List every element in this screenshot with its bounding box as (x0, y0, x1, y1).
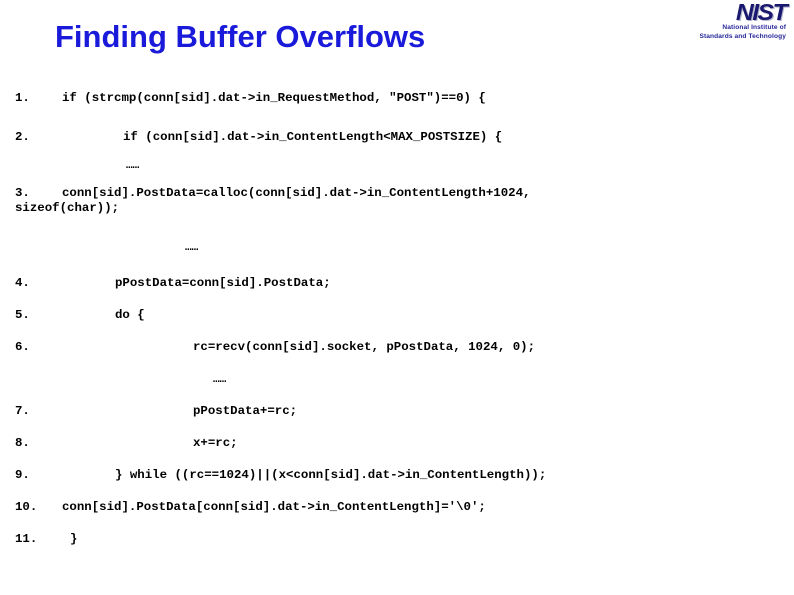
code-line: 6. rc=recv(conn[sid].socket, pPostData, 1… (0, 340, 794, 355)
code-line: 9. } while ((rc==1024)||(x<conn[sid].dat-… (0, 468, 794, 483)
code-line-number: 10. (15, 500, 38, 514)
page-title: Finding Buffer Overflows (55, 19, 426, 54)
code-line-number: 5. (15, 308, 30, 322)
code-line-number: 4. (15, 276, 30, 290)
code-ellipsis: …… (0, 240, 794, 256)
nist-tagline: National Institute of Standards and Tech… (660, 24, 788, 41)
code-ellipsis: …… (0, 372, 794, 388)
code-line-text: x+=rc; (193, 436, 238, 450)
code-line-text: rc=recv(conn[sid].socket, pPostData, 102… (193, 340, 536, 354)
code-line-text: do { (115, 308, 145, 322)
code-line-text: if (conn[sid].dat->in_ContentLength<MAX_… (123, 130, 503, 144)
nist-tagline-line-2: Standards and Technology (699, 32, 786, 40)
code-line-text: pPostData=conn[sid].PostData; (115, 276, 331, 290)
code-line-text: pPostData+=rc; (193, 404, 298, 418)
code-line: 3. conn[sid].PostData=calloc(conn[sid].da… (0, 186, 794, 216)
nist-tagline-line-1: National Institute of (722, 24, 786, 31)
code-line-number: 3. (15, 186, 30, 200)
code-line: 4. pPostData=conn[sid].PostData; (0, 276, 794, 291)
code-ellipsis: …… (0, 158, 794, 174)
code-line-text: conn[sid].PostData[conn[sid].dat->in_Con… (62, 500, 486, 514)
code-line-number: 9. (15, 468, 30, 482)
code-line: 8. x+=rc; (0, 436, 794, 451)
code-line: 2. if (conn[sid].dat->in_ContentLength<MA… (0, 130, 794, 145)
code-ellipsis-text: …… (126, 160, 140, 172)
code-line-text: conn[sid].PostData=calloc(conn[sid].dat-… (62, 186, 531, 200)
code-line: 5. do { (0, 308, 794, 323)
code-line-number: 8. (15, 436, 30, 450)
code-line-continuation: sizeof(char)); (15, 201, 120, 215)
code-line: 7. pPostData+=rc; (0, 404, 794, 419)
code-line-number: 2. (15, 130, 30, 144)
code-line: 11.} (0, 532, 794, 547)
code-line-number: 11. (15, 532, 38, 546)
code-line: 1. if (strcmp(conn[sid].dat->in_RequestMe… (0, 91, 794, 106)
nist-wordmark: NIST (735, 0, 788, 25)
code-line-number: 7. (15, 404, 30, 418)
code-line-number: 6. (15, 340, 30, 354)
code-line-text: } (70, 532, 78, 546)
nist-logo: NIST National Institute of Standards and… (660, 0, 788, 41)
code-line-text: if (strcmp(conn[sid].dat->in_RequestMeth… (62, 91, 486, 105)
code-line: 10. conn[sid].PostData[conn[sid].dat->in_… (0, 500, 794, 515)
code-line-text: } while ((rc==1024)||(x<conn[sid].dat->i… (115, 468, 547, 482)
code-ellipsis-text: …… (213, 374, 227, 386)
code-ellipsis-text: …… (185, 242, 199, 254)
code-line-number: 1. (15, 91, 30, 105)
